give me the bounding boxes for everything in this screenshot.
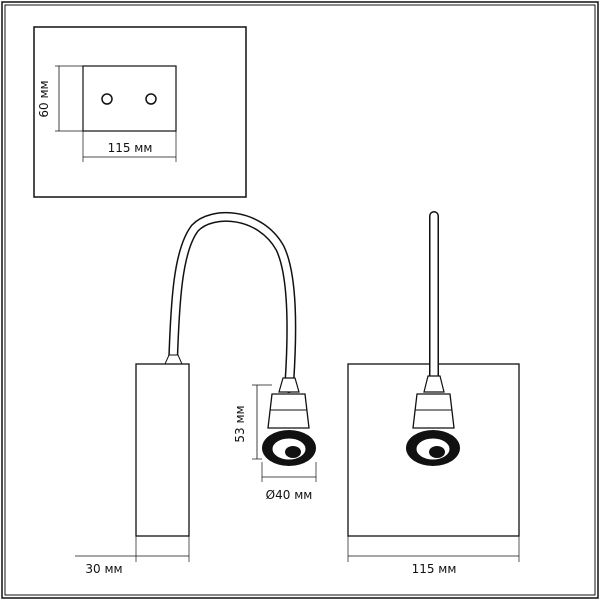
lamp-body-side — [135, 363, 190, 537]
plate-height-label: 60 мм — [37, 80, 51, 117]
lamp-head-front — [406, 375, 460, 466]
mounting-plate — [82, 65, 177, 132]
front-view: 115 мм — [347, 211, 520, 576]
side-view: 53 мм Ø40 мм 30 мм — [75, 211, 317, 576]
mounting-hole-left — [101, 93, 113, 105]
head-height-label: 53 мм — [233, 405, 247, 442]
body-depth-label: 30 мм — [85, 562, 122, 576]
mounting-plate-inset: 60 мм 115 мм — [33, 26, 247, 198]
plate-width-label: 115 мм — [108, 141, 153, 155]
head-diameter-label: Ø40 мм — [266, 488, 313, 502]
lamp-head-side — [262, 377, 316, 466]
front-width-label: 115 мм — [412, 562, 457, 576]
mounting-hole-right — [145, 93, 157, 105]
